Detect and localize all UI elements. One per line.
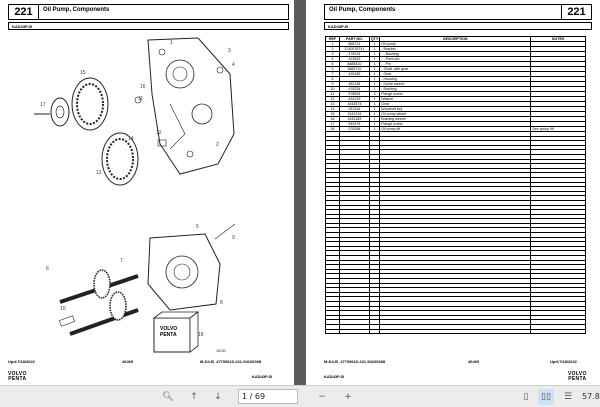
qty-cell: 1 [368, 126, 381, 132]
empty-cell [368, 328, 381, 335]
section-number: 221 [561, 5, 591, 19]
callout-9: 9 [232, 235, 235, 241]
search-icon[interactable]: 🔍︎ [162, 392, 174, 402]
callout-7: 7 [120, 258, 123, 264]
callout-2: 2 [216, 142, 219, 148]
footer-model: KAD43P-B [252, 374, 273, 379]
exploded-parts-drawing: VOLVO PENTA 1 2 3 4 5 6 7 8 9 10 11 12 1… [34, 37, 236, 353]
col-qty: QTY [368, 36, 381, 42]
callout-6: 6 [46, 266, 49, 272]
kit-box-label-volvo: VOLVO [160, 326, 177, 332]
page-gap [294, 0, 306, 385]
empty-table-row [325, 328, 586, 335]
footer-page-number: 46469 [468, 359, 480, 364]
callout-12: 12 [156, 130, 162, 136]
viewer-toolbar: 🔍︎ ↑ ↓ 1 / 69 − + ▯ ▯▯ ☰ 57.8 [0, 385, 600, 407]
callout-3: 3 [228, 48, 231, 54]
callout-11: 11 [138, 96, 143, 102]
section-title: Oil Pump, Components [329, 7, 396, 13]
callout-1: 1 [170, 40, 173, 46]
footer-page-number: 46469 [122, 359, 134, 364]
section-number: 221 [9, 5, 39, 19]
callout-14: 14 [128, 136, 134, 142]
drawing-id: 18183 [216, 349, 226, 353]
footer-document-id: M-D4-B_47705610-221-54166308 [200, 359, 262, 364]
footer-updated: Upd:7/18/2022 [550, 359, 577, 364]
two-page-view-icon[interactable]: ▯▯ [538, 389, 554, 405]
footer-model: KAD43P-B [324, 374, 345, 379]
callout-5: 5 [196, 224, 199, 230]
empty-cell [530, 328, 586, 335]
zoom-in-icon[interactable]: + [344, 392, 352, 402]
section-title: Oil Pump, Components [43, 7, 110, 13]
zoom-level[interactable]: 57.8 [582, 392, 600, 401]
callout-15: 15 [80, 70, 86, 76]
single-page-view-icon[interactable]: ▯ [523, 392, 529, 402]
footer-document-id: M-D4-B_47705610-221-54166308 [324, 359, 386, 364]
callout-16: 16 [140, 84, 146, 90]
callout-8: 8 [220, 300, 223, 306]
right-page-header: 221 Oil Pump, Components [324, 4, 592, 20]
empty-table-row [325, 131, 586, 137]
volvo-penta-logo: VOLVO PENTA [568, 371, 587, 382]
zoom-out-icon[interactable]: − [318, 392, 326, 402]
empty-cell [325, 328, 340, 335]
callout-13: 13 [96, 170, 102, 176]
callout-18: 18 [198, 332, 204, 338]
model-subheader: KAD43P-B [324, 22, 592, 30]
description-cell: Oil pump kit [379, 126, 532, 132]
model-subheader: KAD43P-B [8, 22, 289, 30]
continuous-view-icon[interactable]: ☰ [563, 392, 573, 402]
kit-box-label-penta: PENTA [160, 332, 177, 338]
pdf-viewer: 221 Oil Pump, Components KAD43P-B [0, 0, 600, 385]
footer-updated: Upd:7/18/2022 [8, 359, 35, 364]
callout-4: 4 [232, 62, 235, 68]
callout-10: 10 [60, 306, 66, 312]
volvo-penta-logo: VOLVO PENTA [8, 371, 27, 382]
left-page: 221 Oil Pump, Components KAD43P-B [0, 0, 294, 385]
page-number-input[interactable]: 1 / 69 [238, 389, 298, 404]
empty-table-row [325, 319, 586, 325]
arrow-down-icon[interactable]: ↓ [214, 392, 222, 402]
left-page-header: 221 Oil Pump, Components [8, 4, 289, 20]
callout-17: 17 [40, 102, 46, 108]
notes-cell: See group 99 [530, 126, 586, 132]
empty-cell [379, 328, 532, 335]
arrow-up-icon[interactable]: ↑ [190, 392, 198, 402]
empty-cell [338, 328, 370, 335]
